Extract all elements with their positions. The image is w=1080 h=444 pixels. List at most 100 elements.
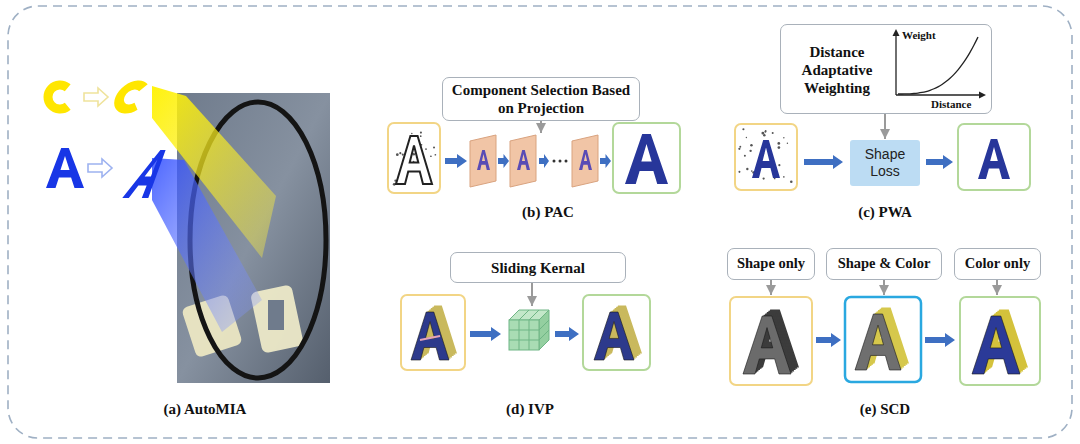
flow-arrow [498,154,509,168]
pointer-arrow [883,280,885,295]
node-title: Shape Loss [855,146,915,180]
cube-face [509,320,539,350]
noise-dot [435,154,437,156]
noise-dot [783,137,784,138]
letter-c [115,85,144,109]
callout-box: Component Selection Based on Projection [442,77,640,121]
grid-line [519,310,529,320]
noise-dot [744,155,746,157]
node-title: Component Selection Based on Projection [449,81,633,117]
ellipsis-dot [565,160,568,163]
letter-glyph [752,140,780,178]
panel-caption: (e) SCD [860,401,910,418]
noise-dot [763,177,765,179]
panel-caption: (c) PWA [858,204,912,221]
axis-head [979,92,986,99]
noise-dot [790,180,793,183]
kernel-cube [509,310,549,350]
noise-dot [433,146,435,148]
grid-line [519,320,520,350]
filter-panel [470,135,496,187]
noise-dot [763,134,766,137]
noise-dot [746,137,747,138]
letter-glyph [594,312,634,360]
image-box [960,297,1040,385]
noise-dot [787,143,788,144]
flow-arrow [804,155,843,169]
noise-dot [746,168,748,170]
letter-glyph [743,316,791,374]
callout-box: Shape only [727,248,815,280]
noise-stroke [420,336,440,340]
pointer-arrow [531,283,533,306]
noise-dot [778,164,780,166]
flow-arrow [445,154,467,168]
panel-caption: (d) IVP [506,401,554,418]
image-box [735,124,797,190]
flow-arrow [539,154,549,168]
image-box [613,123,680,193]
noise-dot [402,154,404,156]
connector-arrow [884,114,886,139]
letter-c [48,85,68,109]
letter-glyph [396,136,432,184]
image-box [845,297,921,382]
node-title: Sliding Kernal [491,259,585,277]
pointer-arrow [540,121,542,133]
callout-box: Color only [954,248,1041,280]
letter-glyph [855,314,901,370]
noise-dot [764,131,766,133]
flow-arrow [925,333,955,347]
image-box [401,295,465,370]
noise-dot [765,130,767,132]
noise-dot [425,148,427,150]
noise-dot [751,170,753,172]
ellipsis-dot [559,160,562,163]
flow-arrow [470,327,501,341]
letter-glyph [46,148,84,188]
light-beam [152,158,262,332]
loss-box: Shape Loss [850,140,920,186]
image-box [958,124,1030,190]
weight-curve [898,37,978,94]
panel-caption: (b) PAC [522,204,574,221]
letter-glyph [625,134,668,184]
letter-glyph [972,316,1020,374]
pointer-arrow [996,280,998,295]
noise-dot [396,153,399,156]
noise-dot [430,155,432,157]
noise-dot [738,148,740,150]
grid-line [509,340,539,341]
grid-line [539,330,549,340]
letter-glyph [122,150,176,198]
image-box [730,297,812,385]
noise-dot [411,133,412,134]
weighting-box: Distance Adaptative WeightingWeightDista… [780,24,992,114]
node-title: Shape & Color [838,255,931,272]
letter-glyph [978,139,1010,179]
noise-dot [772,132,774,134]
callout-box: Shape & Color [826,248,942,280]
dashed-frame [8,6,1072,438]
noise-dot [739,146,741,148]
outline-arrow [88,159,112,177]
noise-dot [420,135,422,137]
noise-dot [777,142,780,145]
flow-arrow [816,333,841,347]
flow-arrow [555,327,579,341]
pointer-arrow [770,280,772,295]
axis [896,94,980,95]
noise-dot [778,146,781,149]
noise-dot [749,150,751,152]
grid-line [529,310,539,320]
node-title: Shape only [737,255,805,272]
axis-label: Distance [931,98,971,111]
node-title: Color only [965,255,1030,272]
axis-label: Weight [902,29,936,42]
image-box [388,123,440,193]
shadow-shape [268,300,284,330]
outline-arrow [84,88,108,106]
image-box [583,295,650,370]
grid-line [529,320,530,350]
